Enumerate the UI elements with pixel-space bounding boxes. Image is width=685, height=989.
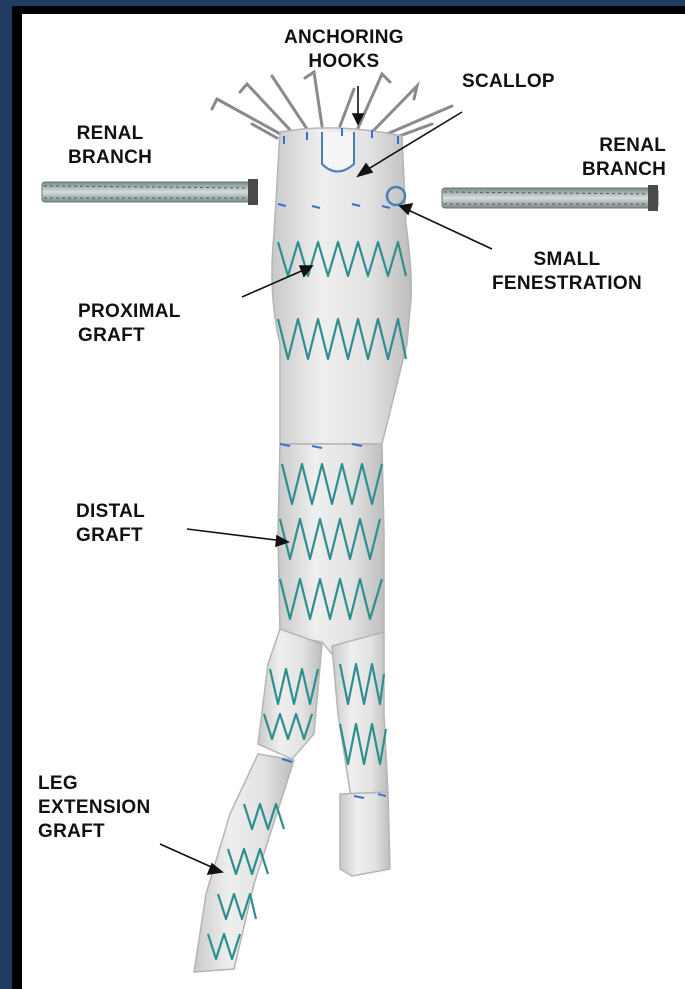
label-leg-extension-graft-line1: LEG <box>38 772 151 796</box>
stent-graft-diagram: ANCHORING HOOKS SCALLOP RENAL BRANCH REN… <box>22 14 685 989</box>
label-renal-branch-right-line1: RENAL <box>582 134 666 158</box>
right-limb-shape <box>332 632 388 804</box>
label-distal-graft-line1: DISTAL <box>76 500 145 524</box>
label-proximal-graft-line1: PROXIMAL <box>78 300 181 324</box>
label-renal-branch-left-line2: BRANCH <box>68 146 152 170</box>
label-small-fenestration-line2: FENESTRATION <box>492 272 642 296</box>
label-leg-extension-graft: LEG EXTENSION GRAFT <box>38 772 151 844</box>
scallop-shape <box>322 132 354 172</box>
label-anchoring-hooks: ANCHORING HOOKS <box>284 26 404 74</box>
label-distal-graft: DISTAL GRAFT <box>76 500 145 548</box>
label-small-fenestration-line1: SMALL <box>492 248 642 272</box>
label-scallop: SCALLOP <box>462 70 555 94</box>
label-small-fenestration: SMALL FENESTRATION <box>492 248 642 296</box>
label-proximal-graft: PROXIMAL GRAFT <box>78 300 181 348</box>
right-limb-tube-shape <box>340 792 390 876</box>
label-leg-extension-graft-line3: GRAFT <box>38 820 151 844</box>
label-renal-branch-right: RENAL BRANCH <box>582 134 666 182</box>
renal-branch-left-shape <box>42 179 258 205</box>
proximal-graft-shape <box>272 128 411 444</box>
label-renal-branch-right-line2: BRANCH <box>582 158 666 182</box>
label-proximal-graft-line2: GRAFT <box>78 324 181 348</box>
label-distal-graft-line2: GRAFT <box>76 524 145 548</box>
label-renal-branch-left-line1: RENAL <box>68 122 152 146</box>
label-renal-branch-left: RENAL BRANCH <box>68 122 152 170</box>
label-leg-extension-graft-line2: EXTENSION <box>38 796 151 820</box>
renal-branch-right-shape <box>442 185 658 211</box>
label-anchoring-hooks-line2: HOOKS <box>284 50 404 74</box>
label-anchoring-hooks-line1: ANCHORING <box>284 26 404 50</box>
